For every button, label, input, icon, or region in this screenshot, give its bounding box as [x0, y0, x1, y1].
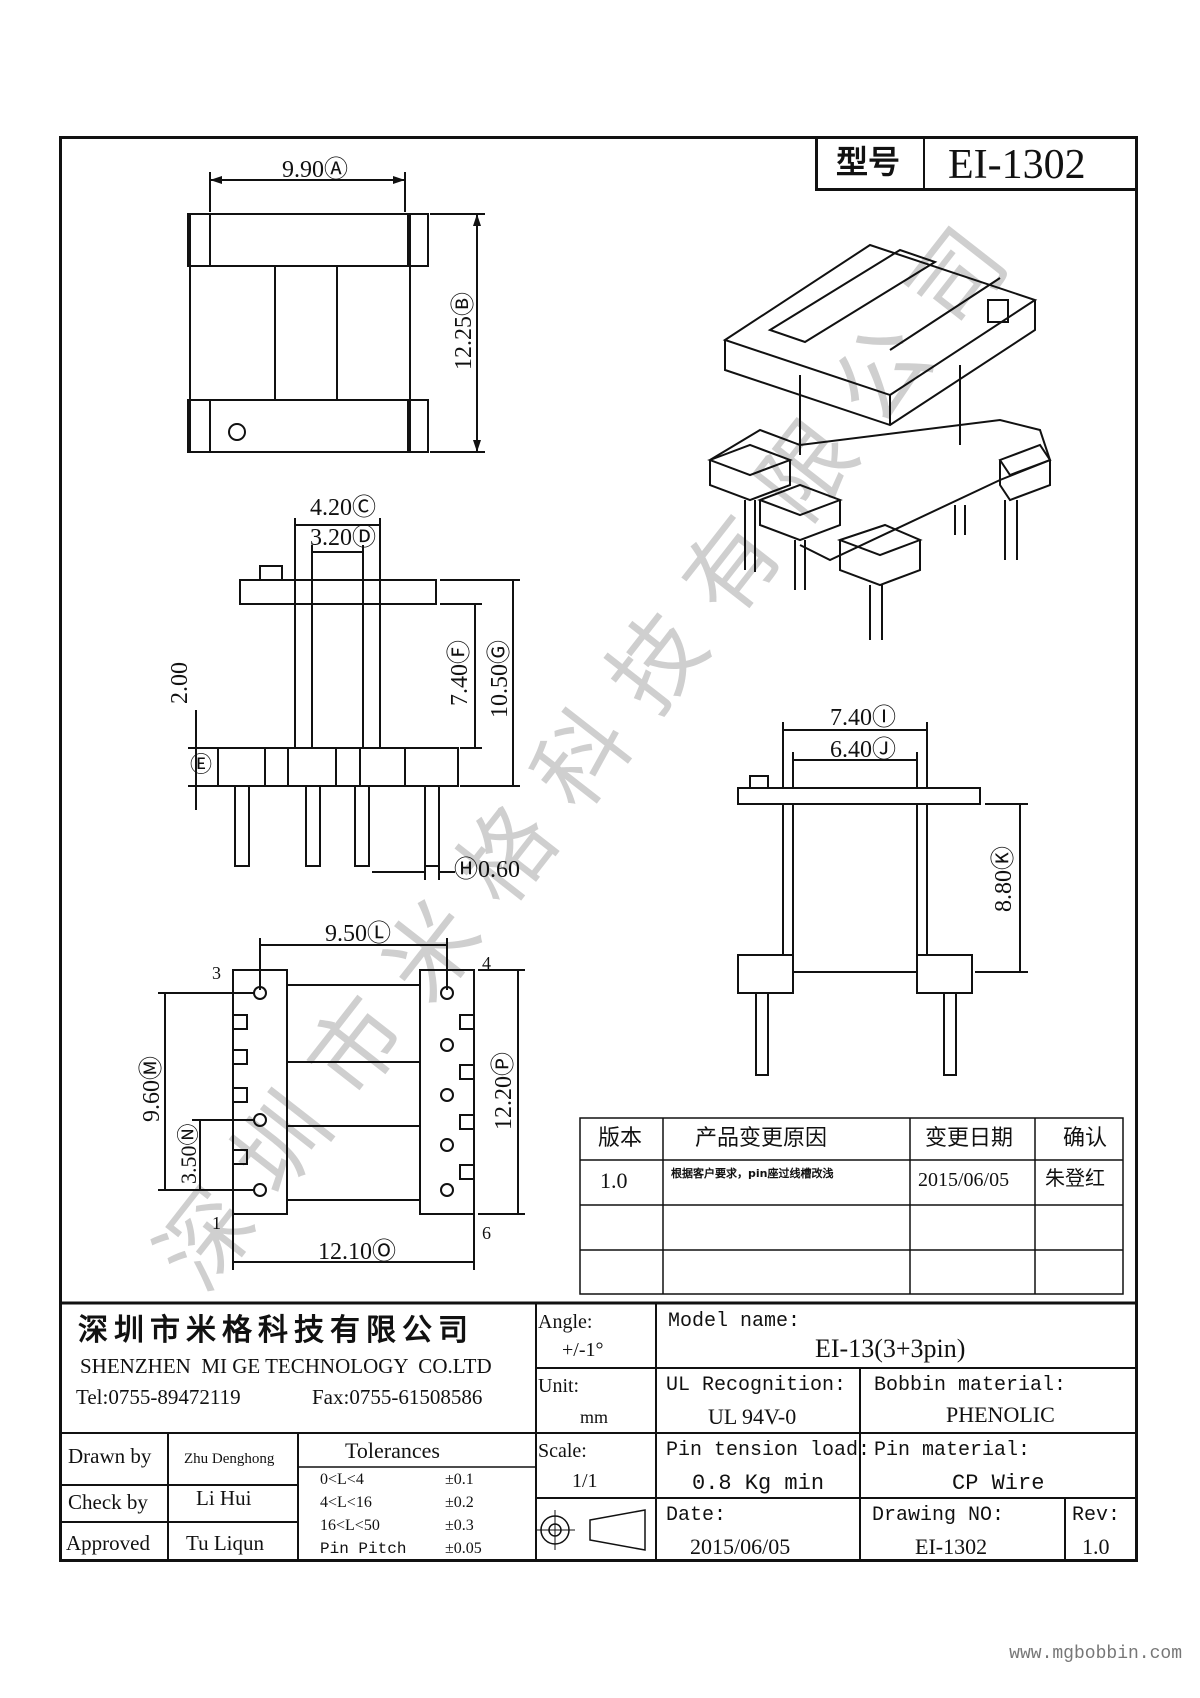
company-fax: Fax:0755-61508586 [312, 1385, 483, 1409]
tol-value-2: ±0.2 [445, 1494, 474, 1511]
pin-material-label: Pin material: [874, 1439, 1031, 1462]
dim-m-label: 9.60Ⓜ [139, 1056, 165, 1122]
dim-f-label: 7.40Ⓕ [447, 640, 473, 706]
dim-b-label: 12.25Ⓑ [451, 292, 477, 370]
date-value: 2015/06/05 [690, 1534, 791, 1559]
model-name-value: EI-13(3+3pin) [815, 1334, 966, 1363]
rev-header-reason: 产品变更原因 [695, 1126, 828, 1151]
rev-row-confirm: 朱登红 [1045, 1166, 1105, 1190]
rev-label: Rev: [1072, 1504, 1121, 1527]
dim-h-label: Ⓗ0.60 [454, 857, 520, 883]
isometric-view [707, 243, 1052, 640]
bobbin-material-value: PHENOLIC [946, 1402, 1055, 1427]
dim-lines-front [188, 518, 520, 880]
top-view [187, 213, 429, 453]
tol-value-4: ±0.05 [445, 1540, 482, 1557]
model-name-label: Model name: [668, 1310, 801, 1333]
tol-range-2: 4<L<16 [320, 1494, 372, 1511]
dim-c-label: 4.20Ⓒ [310, 495, 376, 521]
pin-number-6: 6 [482, 1223, 491, 1243]
unit-value: mm [580, 1407, 609, 1427]
drawing-no-value: EI-1302 [915, 1534, 988, 1559]
dim-k-label: 8.80Ⓚ [991, 846, 1017, 912]
website-text: www.mgbobbin.com [1009, 1644, 1182, 1664]
rev-header-version: 版本 [598, 1126, 643, 1151]
scale-label: Scale: [538, 1440, 587, 1462]
unit-label: Unit: [538, 1375, 580, 1397]
tol-range-1: 0<L<4 [320, 1471, 364, 1488]
angle-value: +/-1° [562, 1339, 604, 1361]
tolerances-title: Tolerances [345, 1438, 440, 1463]
company-name-cn: 深圳市米格科技有限公司 [78, 1313, 474, 1348]
rev-row-version: 1.0 [600, 1168, 628, 1193]
pin-tension-value: 0.8 Kg min [692, 1471, 825, 1496]
ul-value: UL 94V-0 [708, 1404, 797, 1429]
dim-p-label: 12.20Ⓟ [491, 1052, 517, 1130]
dim-lines-bottom [158, 938, 525, 1270]
dim-e-tag: Ⓔ [190, 752, 213, 777]
pin-number-4: 4 [482, 953, 491, 973]
ul-label: UL Recognition: [666, 1374, 847, 1397]
dim-a-label: 9.90Ⓐ [282, 157, 348, 183]
tol-value-1: ±0.1 [445, 1471, 474, 1488]
tol-range-4: Pin Pitch [320, 1540, 407, 1558]
dim-e-value: 2.00 [167, 662, 193, 704]
rev-row-reason: 根据客户要求，pin座过线槽改浅 [671, 1167, 834, 1180]
dim-l-label: 9.50Ⓛ [325, 921, 391, 947]
check-by-label: Check by [68, 1490, 148, 1514]
scale-value: 1/1 [572, 1470, 598, 1492]
dim-g-label: 10.50Ⓖ [487, 640, 513, 718]
drawing-frame [59, 136, 1138, 1562]
dim-j-label: 6.40Ⓙ [830, 737, 896, 763]
pin-number-3: 3 [212, 963, 221, 983]
approved-value: Tu Liqun [186, 1531, 265, 1555]
dim-d-label: 3.20Ⓓ [310, 525, 376, 551]
tol-range-3: 16<L<50 [320, 1517, 380, 1534]
angle-label: Angle: [538, 1311, 593, 1333]
pin-tension-label: Pin tension load: [666, 1439, 871, 1462]
company-tel: Tel:0755-89472119 [76, 1385, 241, 1409]
model-box-value: EI-1302 [948, 142, 1086, 188]
dim-o-label: 12.10Ⓞ [318, 1239, 396, 1265]
dim-n-label: 3.50Ⓝ [176, 1123, 201, 1184]
check-by-value: Li Hui [196, 1486, 252, 1510]
drawing-no-label: Drawing NO: [872, 1504, 1005, 1527]
drawn-by-value: Zhu Denghong [184, 1451, 275, 1467]
dim-lines-top [209, 172, 485, 453]
title-block-grid [59, 1301, 1138, 1562]
dim-lines-side [782, 722, 1028, 973]
pin-material-value: CP Wire [952, 1471, 1045, 1496]
bottom-view [232, 969, 475, 1215]
rev-header-confirm: 确认 [1063, 1126, 1108, 1151]
drawn-by-label: Drawn by [68, 1444, 152, 1468]
rev-row-date: 2015/06/05 [918, 1169, 1010, 1191]
revision-table-grid [579, 1117, 1124, 1295]
bobbin-material-label: Bobbin material: [874, 1374, 1067, 1397]
tol-value-3: ±0.3 [445, 1517, 474, 1534]
company-name-en: SHENZHEN MI GE TECHNOLOGY CO.LTD [80, 1354, 492, 1378]
side-view [737, 775, 981, 1076]
approved-label: Approved [66, 1531, 150, 1555]
rev-header-date: 变更日期 [925, 1126, 1014, 1151]
model-box-label: 型号 [836, 143, 901, 181]
front-view [217, 565, 459, 867]
model-box: 型号 EI-1302 [815, 136, 1138, 191]
pin-number-1: 1 [212, 1213, 221, 1233]
dim-i-label: 7.40Ⓘ [830, 705, 896, 731]
date-label: Date: [666, 1504, 727, 1527]
rev-value: 1.0 [1082, 1534, 1110, 1559]
